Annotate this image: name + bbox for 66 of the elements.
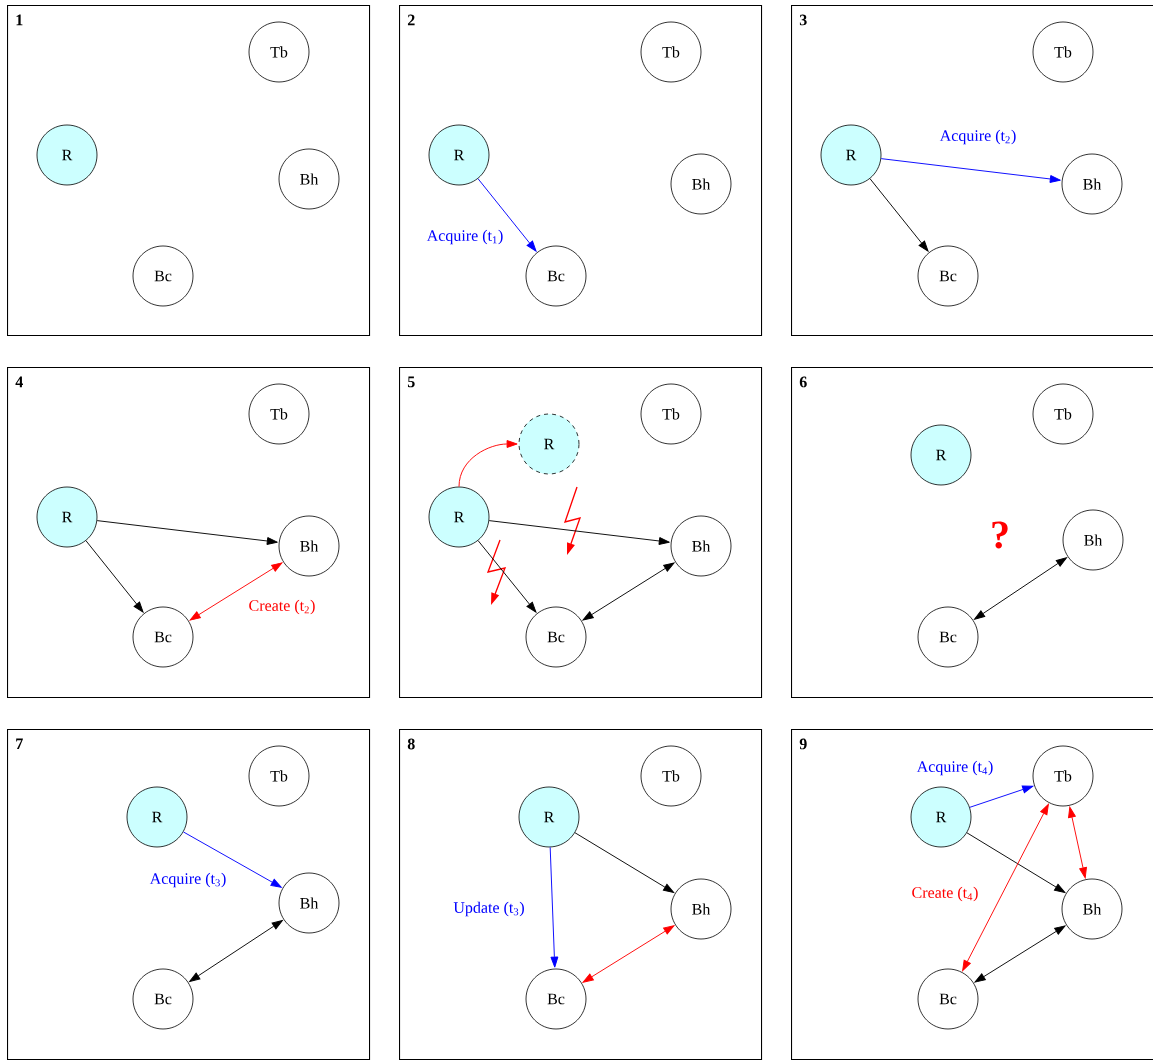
circle-node: Bc <box>525 606 587 668</box>
circle-node: Bh <box>278 148 340 210</box>
arrow <box>869 178 929 252</box>
arrow <box>974 925 1066 983</box>
circle-node: Tb <box>248 745 310 807</box>
question-mark: ? <box>992 521 1008 549</box>
circle-node: Bc <box>525 245 587 307</box>
edge-label: Update (t$_{3}$) <box>452 900 526 918</box>
arrow <box>477 540 537 613</box>
circle-node: Bh <box>1061 153 1123 215</box>
circle-node: Tb <box>640 383 702 445</box>
circle-node: Tb <box>640 21 702 83</box>
arrow <box>183 831 282 888</box>
circle-node: Tb <box>248 383 310 445</box>
arrow <box>1068 806 1087 879</box>
circle-node: Bh <box>670 515 732 577</box>
arrow <box>969 785 1034 808</box>
circle-node: R <box>428 486 490 548</box>
arrow <box>582 562 675 621</box>
arrow <box>962 803 1049 972</box>
edge-label: Create (t$_{2}$) <box>247 598 317 616</box>
edge-label: Acquire (t$_{2}$) <box>938 128 1018 146</box>
circle-node: Tb <box>1032 21 1094 83</box>
circle-node: Tb <box>248 21 310 83</box>
edge-label: Acquire (t$_{1}$) <box>425 228 505 246</box>
circle-node: Bc <box>132 968 194 1030</box>
arrow <box>574 832 675 893</box>
edge-label: Acquire (t$_{4}$) <box>915 759 995 777</box>
circle-node: Bc <box>917 968 979 1030</box>
circle-node: R <box>36 486 98 548</box>
edge-label: Create (t$_{4}$) <box>910 885 980 903</box>
circle-node: Bc <box>132 606 194 668</box>
arrow <box>96 520 278 545</box>
arrow <box>582 925 675 983</box>
circle-node: R <box>518 786 580 848</box>
circle-node: R <box>36 124 98 186</box>
circle-node: Bc <box>917 245 979 307</box>
circle-node: R <box>126 786 188 848</box>
arrow <box>880 158 1061 183</box>
circle-node: Bh <box>1061 878 1123 940</box>
circle-node: Tb <box>640 745 702 807</box>
circle-node: Tb <box>1032 383 1094 445</box>
circle-node: Bc <box>917 606 979 668</box>
circle-node: Bh <box>278 872 340 934</box>
circle-node: Bh <box>1062 509 1124 571</box>
arrow <box>966 832 1066 893</box>
circle-node: Bc <box>132 245 194 307</box>
arrow <box>549 846 559 968</box>
arrow <box>189 920 283 982</box>
arrow <box>477 178 537 252</box>
arrow <box>488 520 670 545</box>
edge-label: Acquire (t$_{3}$) <box>148 871 228 889</box>
arrow <box>974 557 1067 620</box>
circle-node: R <box>518 413 580 475</box>
arrow <box>85 540 144 613</box>
circle-node: Tb <box>1032 745 1094 807</box>
arrow <box>458 440 518 488</box>
circle-node: Bh <box>670 878 732 940</box>
arrow <box>189 562 283 621</box>
circle-node: Bc <box>525 968 587 1030</box>
circle-node: Bh <box>278 515 340 577</box>
circle-node: R <box>820 124 882 186</box>
circle-node: R <box>910 424 972 486</box>
circle-node: Bh <box>670 153 732 215</box>
circle-node: R <box>428 124 490 186</box>
circle-node: R <box>910 786 972 848</box>
